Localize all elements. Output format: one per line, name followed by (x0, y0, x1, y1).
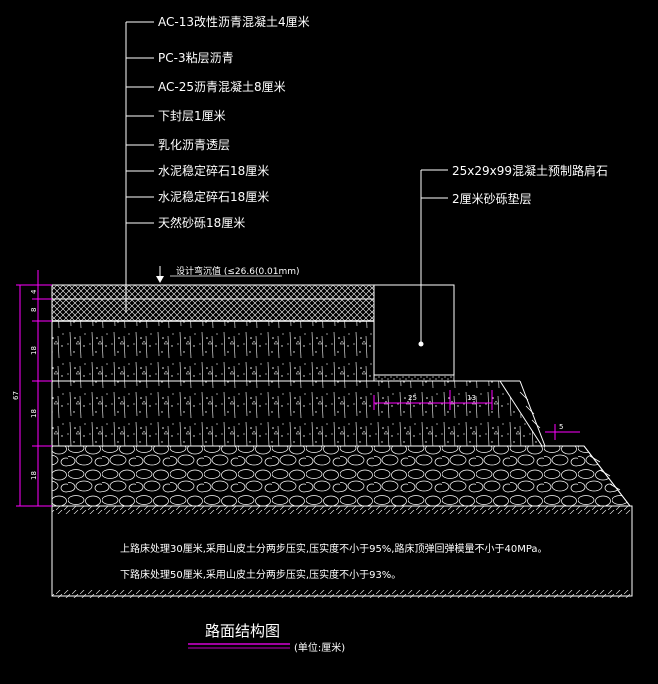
dim-curb-25: 25 (408, 394, 417, 402)
asphalt-layer-ac13 (51, 284, 375, 300)
curb-leader-dot (418, 341, 424, 347)
dim-left-8: 8 (30, 308, 38, 312)
layer-label-ac25: AC-25沥青混凝土8厘米 (158, 79, 286, 94)
curb-sand-bed (373, 374, 455, 382)
layer-label-prime-coat: 乳化沥青透层 (158, 138, 230, 152)
layer-label-lower-seal: 下封层1厘米 (158, 109, 226, 123)
note-lower-roadbed: 下路床处理50厘米,采用山皮土分两步压实,压实度不小于93%。 (120, 568, 401, 581)
note-upper-roadbed: 上路床处理30厘米,采用山皮土分两步压实,压实度不小于95%,路床顶弹回弹模量不… (120, 542, 548, 555)
dim-left-18b: 18 (30, 409, 38, 418)
layer-label-natural-gravel: 天然砂砾18厘米 (158, 215, 245, 230)
dim-total-67: 67 (12, 391, 20, 400)
base-layer-cement-1 (51, 320, 375, 382)
layer-label-cement-stab-1: 水泥稳定碎石18厘米 (158, 163, 269, 178)
layer-label-pc3: PC-3粘层沥青 (158, 50, 234, 65)
base-layer-cement-2 (51, 380, 543, 447)
layer-label-ticks (126, 21, 154, 224)
design-deflection-note: 设计弯沉值 (≤26.6(0.01mm) (176, 265, 300, 277)
curb-label-sand-bed: 2厘米砂砾垫层 (452, 191, 532, 206)
drawing-title: 路面结构图 (205, 622, 280, 640)
dim-left-4: 4 (30, 289, 38, 294)
dim-curb-13: 13 (467, 394, 476, 402)
curb-label-stone: 25x29x99混凝土预制路肩石 (452, 163, 608, 178)
dim-slope-5: 5 (559, 423, 563, 431)
asphalt-layer-ac25 (51, 298, 375, 322)
curb-stone (373, 284, 455, 376)
layer-label-cement-stab-2: 水泥稳定碎石18厘米 (158, 189, 269, 204)
layer-label-ac13: AC-13改性沥青混凝土4厘米 (158, 14, 310, 29)
dim-left-18a: 18 (30, 346, 38, 355)
subbase-layer-gravel (51, 445, 632, 507)
dim-left-18c: 18 (30, 471, 38, 480)
unit-label: (单位:厘米) (294, 641, 345, 654)
